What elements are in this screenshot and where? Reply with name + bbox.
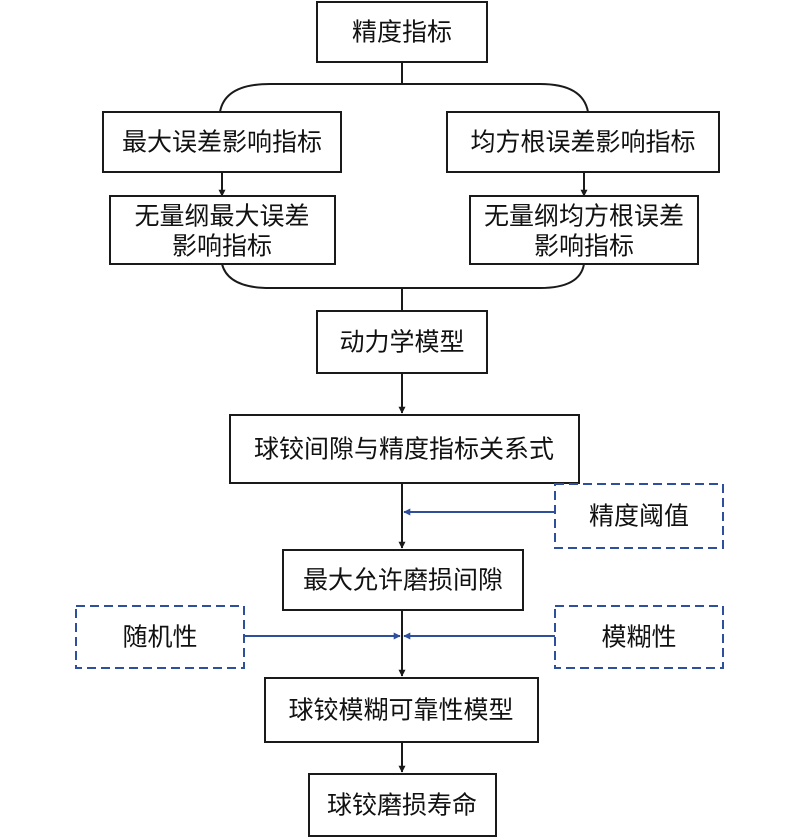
split-bracket [219, 83, 402, 113]
node-accuracy-index-label: 精度指标 [352, 18, 452, 47]
node-dynamics-model: 动力学模型 [316, 310, 488, 374]
merge-bracket [221, 263, 585, 289]
node-fuzzy-reliability-model: 球铰模糊可靠性模型 [264, 677, 539, 743]
node-max-error-index: 最大误差影响指标 [102, 111, 342, 173]
node-dimless-max-error-index: 无量纲最大误差 影响指标 [109, 195, 336, 265]
node-accuracy-threshold-label: 精度阈值 [589, 502, 689, 531]
node-fuzzy-reliability-model-label: 球铰模糊可靠性模型 [288, 696, 513, 725]
node-rms-error-index-label: 均方根误差影响指标 [470, 128, 695, 157]
node-clearance-relation: 球铰间隙与精度指标关系式 [229, 414, 580, 484]
node-max-error-index-label: 最大误差影响指标 [122, 128, 322, 157]
node-max-allowable-clearance-label: 最大允许磨损间隙 [303, 566, 503, 595]
node-dimless-max-line2: 影响指标 [172, 232, 272, 261]
node-fuzziness: 模糊性 [554, 605, 724, 669]
node-randomness-label: 随机性 [122, 623, 197, 652]
node-clearance-relation-label: 球铰间隙与精度指标关系式 [254, 435, 554, 464]
node-dimless-rms-line1: 无量纲均方根误差 [484, 202, 684, 231]
node-dimless-max-line1: 无量纲最大误差 [134, 202, 309, 231]
node-randomness: 随机性 [75, 605, 245, 669]
node-fuzziness-label: 模糊性 [601, 623, 676, 652]
split-bracket-right [402, 83, 589, 113]
node-wear-life: 球铰磨损寿命 [308, 773, 497, 837]
node-dimless-rms-line2: 影响指标 [534, 232, 634, 261]
node-rms-error-index: 均方根误差影响指标 [446, 111, 720, 173]
node-wear-life-label: 球铰磨损寿命 [327, 791, 477, 820]
node-max-allowable-clearance: 最大允许磨损间隙 [282, 549, 524, 611]
node-dynamics-model-label: 动力学模型 [339, 328, 464, 357]
node-dimless-rms-error-index: 无量纲均方根误差 影响指标 [469, 195, 699, 265]
node-accuracy-index: 精度指标 [316, 1, 488, 63]
node-accuracy-threshold: 精度阈值 [554, 483, 724, 549]
